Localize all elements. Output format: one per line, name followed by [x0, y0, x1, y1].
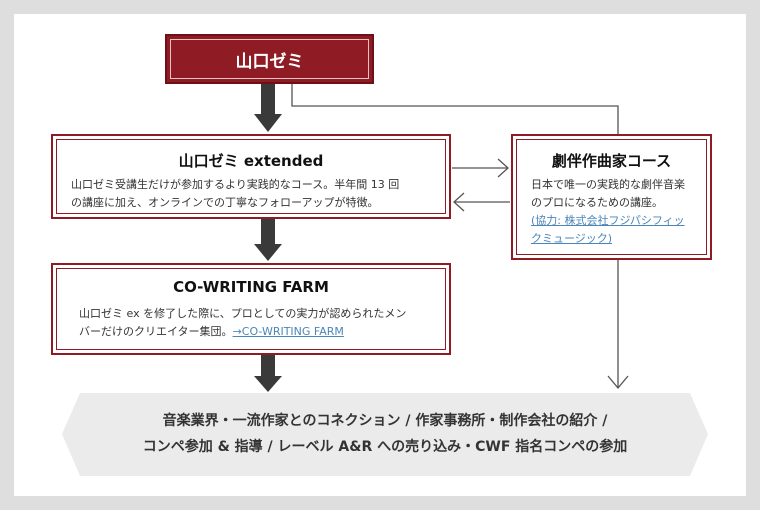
arrow-top-to-extended — [254, 84, 282, 132]
node-cwf-desc-line1: 山口ゼミ ex を修了した際に、プロとしての実力が認められたメン — [79, 307, 407, 320]
node-cwf-desc-line2-text: バーだけのクリエイター集団。 — [79, 325, 233, 338]
top-node-title: 山口ゼミ — [235, 51, 304, 72]
co-writing-farm-link[interactable]: →CO-WRITING FARM — [232, 325, 344, 338]
outcome-line1: 音楽業界・一流作家とのコネクション / 作家事務所・制作会社の紹介 / — [162, 413, 608, 429]
node-course-desc: 日本で唯一の実践的な劇伴音楽 のプロになるための講座。 (協力: 株式会社フジパ… — [531, 176, 707, 248]
node-extended: 山口ゼミ extended 山口ゼミ受講生だけが参加するより実践的なコース。半年… — [51, 134, 451, 219]
node-cwf-desc: 山口ゼミ ex を修了した際に、プロとしての実力が認められたメン バーだけのクリ… — [79, 305, 444, 341]
node-extended-desc-line1: 山口ゼミ受講生だけが参加するより実践的なコース。半年間 13 回 — [71, 178, 400, 191]
node-cwf-title: CO-WRITING FARM — [173, 278, 329, 296]
top-node-yamaguchi-zemi: 山口ゼミ — [165, 34, 374, 84]
partner-link-line1[interactable]: (協力: 株式会社フジパシフィッ — [531, 214, 685, 227]
outcome-banner-shape — [62, 393, 708, 476]
node-course-title: 劇伴作曲家コース — [551, 152, 672, 170]
node-course: 劇伴作曲家コース 日本で唯一の実践的な劇伴音楽 のプロになるための講座。 (協力… — [511, 134, 712, 260]
arrow-extended-to-course — [452, 158, 509, 178]
node-course-desc-line1: 日本で唯一の実践的な劇伴音楽 — [531, 178, 685, 191]
arrow-extended-to-cwf — [254, 218, 282, 261]
arrow-course-to-extended — [453, 192, 510, 212]
node-extended-desc-line2: の講座に加え、オンラインでの丁寧なフォローアップが特徴。 — [71, 196, 379, 209]
outcome-banner: 音楽業界・一流作家とのコネクション / 作家事務所・制作会社の紹介 / コンペ参… — [60, 408, 710, 460]
node-course-desc-line2: のプロになるための講座。 — [531, 196, 663, 209]
arrow-cwf-to-outcome — [254, 354, 282, 392]
node-co-writing-farm: CO-WRITING FARM 山口ゼミ ex を修了した際に、プロとしての実力… — [51, 263, 451, 355]
outcome-line2: コンペ参加 & 指導 / レーベル A&R への売り込み・CWF 指名コンペの参… — [142, 439, 628, 455]
node-extended-desc: 山口ゼミ受講生だけが参加するより実践的なコース。半年間 13 回 の講座に加え、… — [71, 176, 441, 212]
node-cwf-desc-line2: バーだけのクリエイター集団。→CO-WRITING FARM — [79, 323, 444, 341]
partner-link-line2[interactable]: クミュージック) — [531, 232, 613, 245]
node-extended-title: 山口ゼミ extended — [178, 152, 324, 170]
